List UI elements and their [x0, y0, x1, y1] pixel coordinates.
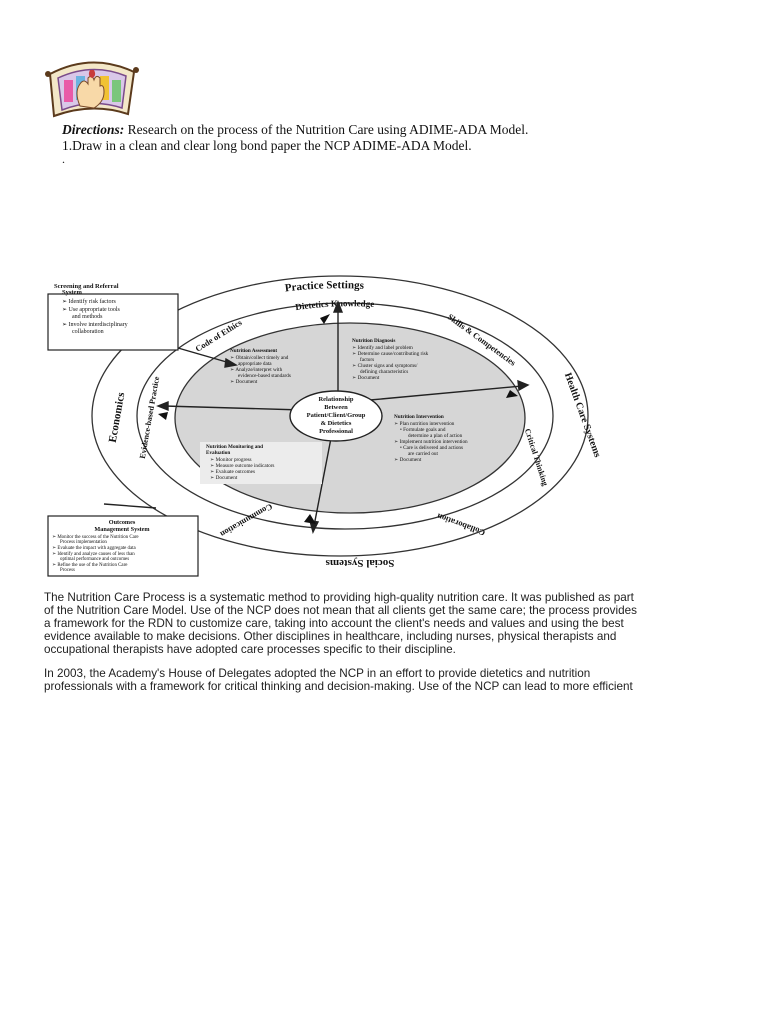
svg-text:➢ Document: ➢ Document — [210, 475, 238, 481]
svg-text:➢ Identify and label problem: ➢ Identify and label problem — [352, 344, 413, 351]
paragraph-line: occupational therapists have adopted car… — [44, 644, 724, 657]
svg-text:Outcomes: Outcomes — [109, 519, 136, 526]
svg-text:System: System — [62, 289, 82, 296]
svg-text:➢ Evaluate the impact with agg: ➢ Evaluate the impact with aggregate dat… — [52, 546, 137, 551]
svg-text:➢ Document: ➢ Document — [230, 379, 258, 385]
svg-text:& Dietetics: & Dietetics — [321, 420, 352, 427]
svg-text:Management System: Management System — [94, 526, 150, 533]
paragraph-ncp-adoption: In 2003, the Academy's House of Delegate… — [44, 668, 724, 694]
svg-text:➢ Document: ➢ Document — [352, 375, 380, 381]
svg-text:Patient/Client/Group: Patient/Client/Group — [307, 412, 366, 419]
svg-text:➢ Document: ➢ Document — [394, 457, 422, 463]
svg-text:collaboration: collaboration — [72, 329, 104, 335]
svg-text:➢ Identify risk factors: ➢ Identify risk factors — [62, 298, 117, 305]
hands-banner-logo — [44, 50, 140, 122]
stray-dot: . — [62, 152, 65, 167]
paragraph-line: evidence available to make decisions. Ot… — [44, 631, 724, 644]
svg-text:Evaluation: Evaluation — [206, 450, 230, 456]
svg-text:and methods: and methods — [72, 314, 103, 320]
svg-text:Relationship: Relationship — [318, 396, 353, 403]
svg-text:determine a plan of action: determine a plan of action — [408, 432, 463, 439]
svg-text:Nutrition Diagnosis: Nutrition Diagnosis — [352, 338, 395, 344]
directions-line: Directions: Research on the process of t… — [62, 122, 528, 138]
label-social-systems: Social Systems — [325, 557, 394, 569]
svg-text:Professional: Professional — [319, 428, 353, 435]
svg-text:optimal performance and outcom: optimal performance and outcomes — [60, 557, 129, 562]
paragraph-line: of the Nutrition Care Model. Use of the … — [44, 605, 724, 618]
paragraph-line: The Nutrition Care Process is a systemat… — [44, 592, 724, 605]
svg-text:Nutrition Intervention: Nutrition Intervention — [394, 414, 444, 420]
directions-label: Directions: — [62, 122, 124, 137]
svg-text:➢ Use appropriate tools: ➢ Use appropriate tools — [62, 307, 121, 313]
svg-text:Between: Between — [324, 404, 348, 411]
paragraph-line: a framework for the RDN to customize car… — [44, 618, 724, 631]
svg-text:➢ Involve interdisciplinary: ➢ Involve interdisciplinary — [62, 322, 128, 328]
paragraph-line: professionals with a framework for criti… — [44, 681, 724, 694]
svg-text:defining characteristics: defining characteristics — [360, 368, 408, 375]
step-1: 1.Draw in a clean and clear long bond pa… — [62, 138, 472, 154]
nutrition-care-process-diagram: Practice Settings Health Care Systems So… — [40, 268, 620, 586]
directions-text: Research on the process of the Nutrition… — [128, 122, 529, 137]
svg-text:Process implementation: Process implementation — [60, 540, 107, 545]
svg-text:factors: factors — [360, 356, 374, 363]
svg-text:Process: Process — [60, 568, 75, 573]
paragraph-ncp-intro: The Nutrition Care Process is a systemat… — [44, 592, 724, 657]
paragraph-line: In 2003, the Academy's House of Delegate… — [44, 668, 724, 681]
svg-text:Nutrition Assessment: Nutrition Assessment — [230, 348, 277, 354]
